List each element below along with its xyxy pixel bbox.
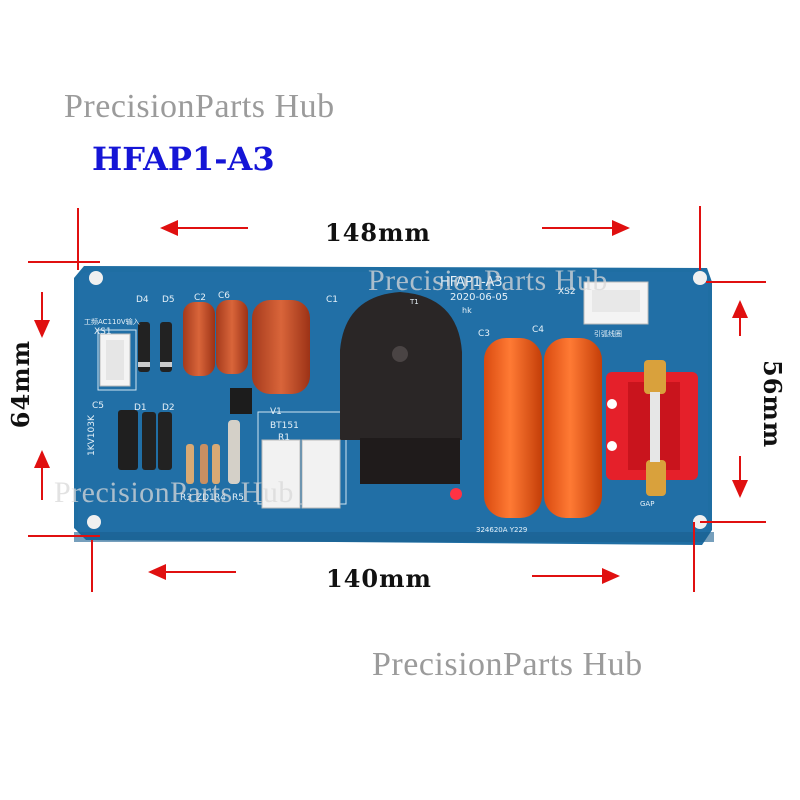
- silk-serial: 324620A Y229: [476, 526, 527, 534]
- resistor-r3: [186, 444, 194, 484]
- silk-bt151: BT151: [270, 421, 299, 431]
- silk-d2: D2: [162, 403, 175, 413]
- silk-d1: D1: [134, 403, 147, 413]
- diode-d2: [158, 412, 172, 470]
- watermark-middle: PrecisionParts Hub: [54, 476, 294, 509]
- silk-v1: V1: [270, 407, 282, 417]
- silk-zd1: ZD1: [196, 493, 215, 503]
- resistor-r5: [228, 420, 240, 484]
- silk-c2: C2: [194, 293, 206, 303]
- silk-c6: C6: [218, 291, 230, 301]
- silk-c1: C1: [326, 295, 338, 305]
- relay-2: [301, 439, 341, 509]
- silk-c4: C4: [532, 325, 544, 335]
- led-indicator: [450, 488, 462, 500]
- silk-gap: GAP: [640, 500, 654, 508]
- capacitor-c6: [216, 300, 248, 374]
- dimension-top-width: 148mm: [325, 218, 431, 247]
- silk-c3: C3: [478, 329, 490, 339]
- silk-c5: C5: [92, 401, 104, 411]
- diode-d5: [160, 322, 172, 372]
- silk-r4: R4: [214, 493, 226, 503]
- silk-xs1: XS1: [94, 327, 112, 337]
- model-title: HFAP1-A3: [92, 140, 275, 178]
- silk-d5: D5: [162, 295, 175, 305]
- silk-r5: R5: [232, 493, 244, 503]
- silk-arc-note: 引弧线圈: [594, 329, 622, 338]
- diode-d1: [142, 412, 156, 470]
- watermark-bottom: PrecisionParts Hub: [372, 646, 643, 683]
- resistor-r4: [212, 444, 220, 484]
- silk-r3: R3: [180, 493, 192, 503]
- watermark-board: PrecisionParts Hub: [368, 264, 608, 297]
- capacitor-c3: [484, 338, 542, 518]
- transformer-t1: [340, 292, 462, 440]
- silk-xs2: XS2: [558, 287, 576, 297]
- silk-input-note: 工频AC110V输入: [84, 317, 140, 326]
- capacitor-c4: [544, 338, 602, 518]
- silk-date: 2020-06-05: [450, 292, 508, 303]
- silk-r1: R1: [278, 433, 290, 443]
- dimension-right-height: 56mm: [758, 360, 787, 449]
- varistor-1kv103k: [118, 410, 138, 470]
- capacitor-c2: [183, 302, 215, 376]
- board-edge-shadow: [74, 532, 714, 542]
- dimension-lines: [28, 206, 766, 592]
- mounting-hole-tl: [89, 271, 103, 285]
- silk-model: HFAP1-A3: [440, 275, 503, 290]
- silk-hk: hk: [462, 306, 472, 315]
- scr-bt151: [230, 388, 252, 414]
- zener-zd1: [200, 444, 208, 484]
- mounting-hole-tr: [693, 271, 707, 285]
- capacitor-film-large: [252, 300, 310, 394]
- silk-varistor: 1KV103K: [87, 414, 97, 456]
- diode-d4: [138, 322, 150, 372]
- silk-d4: D4: [136, 295, 149, 305]
- dimension-bottom-width: 140mm: [326, 564, 432, 593]
- silk-t1: T1: [409, 298, 419, 306]
- mounting-hole-bl: [87, 515, 101, 529]
- relay-1: [261, 439, 301, 509]
- watermark-top: PrecisionParts Hub: [64, 88, 335, 125]
